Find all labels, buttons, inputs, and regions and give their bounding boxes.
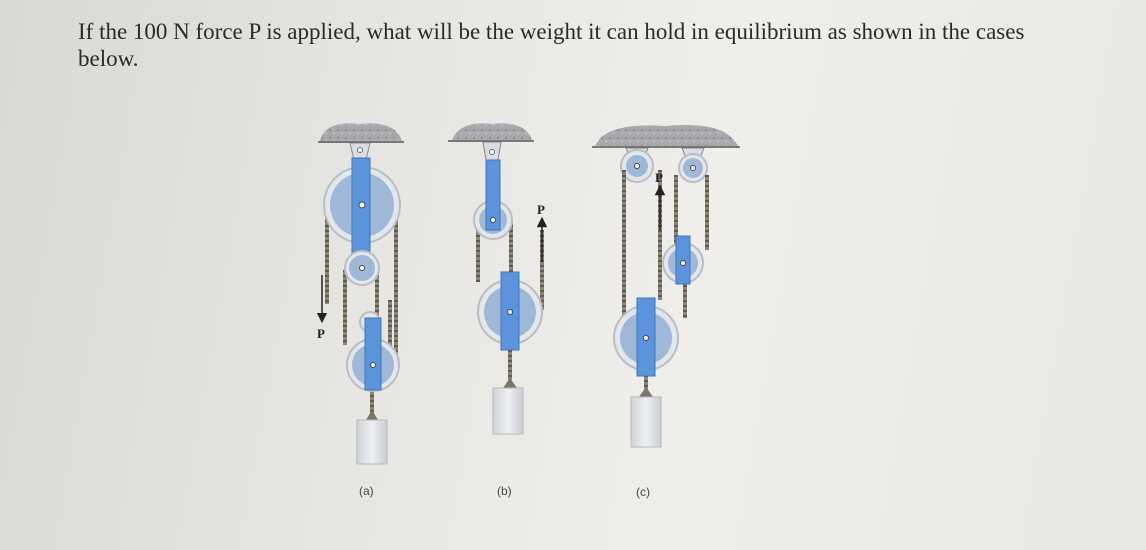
weight-b [492,387,524,435]
weight-a [356,419,388,465]
strap-a4 [364,317,382,391]
ceiling-c [595,124,738,146]
axle [490,217,496,223]
axle [690,165,696,171]
rope [705,175,709,250]
rope [509,222,513,272]
axle [634,163,640,169]
rope [370,380,374,420]
caption-c: (c) [636,485,650,499]
strap-b1 [485,159,501,231]
rope [375,270,379,340]
hook-a [366,410,378,420]
bracket-pin-a [357,147,363,153]
hook-b [503,378,517,388]
ceiling-a [320,123,402,141]
rope [343,270,347,345]
axle [358,201,366,209]
caption-a: (a) [359,484,374,498]
weight-c [630,396,662,448]
axle [680,260,686,266]
rope [683,278,687,318]
axle [370,362,376,368]
rope [622,170,626,335]
axle [643,335,649,341]
rope [540,230,544,310]
force-label-a: P [317,326,325,341]
bracket-pin-b [489,149,495,155]
force-label-c: P [655,170,663,185]
rope [388,300,392,350]
hook-c [639,387,653,397]
caption-b: (b) [497,484,512,498]
rope [674,175,678,250]
case-a: P (a) [316,123,404,498]
rope [658,170,662,300]
case-c: P (c) [592,124,740,499]
force-label-b: P [537,202,545,217]
ceiling-b [452,123,532,140]
rope [394,205,398,365]
case-b: P (b) [448,123,548,498]
rope [476,222,480,282]
question-text: If the 100 N force P is applied, what wi… [78,19,1025,71]
axle [359,265,365,271]
rope [325,200,329,304]
rope [644,372,648,397]
rope [508,345,512,380]
axle [507,309,513,315]
